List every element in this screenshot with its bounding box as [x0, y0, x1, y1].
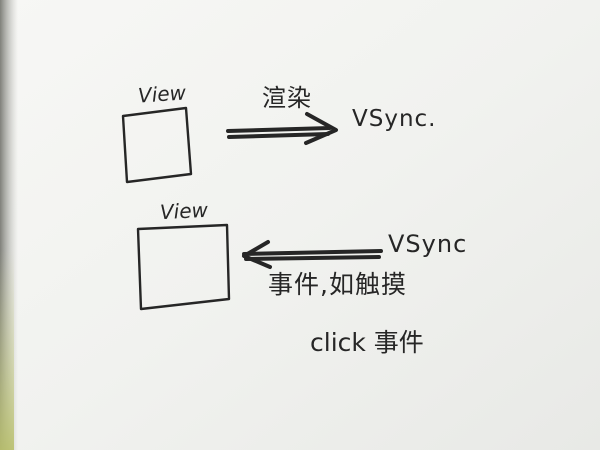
bottom-left-tint	[0, 250, 14, 450]
bottom-view-label: View	[159, 197, 209, 225]
bottom-left-arrow-shaft	[242, 249, 383, 256]
top-vsync-label: VSync.	[352, 106, 437, 132]
event-touch-label: 事件,如触摸	[268, 270, 407, 299]
top-view-label: View	[137, 80, 187, 108]
bottom-vsync-label: VSync	[388, 230, 468, 258]
top-right-arrow-shaft-double	[227, 132, 330, 139]
render-label: 渲染	[262, 84, 312, 112]
top-right-arrow-shaft	[226, 126, 332, 133]
click-event-label: click 事件	[310, 328, 424, 357]
bottom-left-arrow-shaft-double	[244, 255, 381, 261]
top-view-box	[121, 106, 193, 184]
top-right-arrowhead	[304, 112, 338, 145]
bottom-left-arrowhead	[242, 240, 272, 269]
bottom-view-box	[136, 223, 231, 311]
